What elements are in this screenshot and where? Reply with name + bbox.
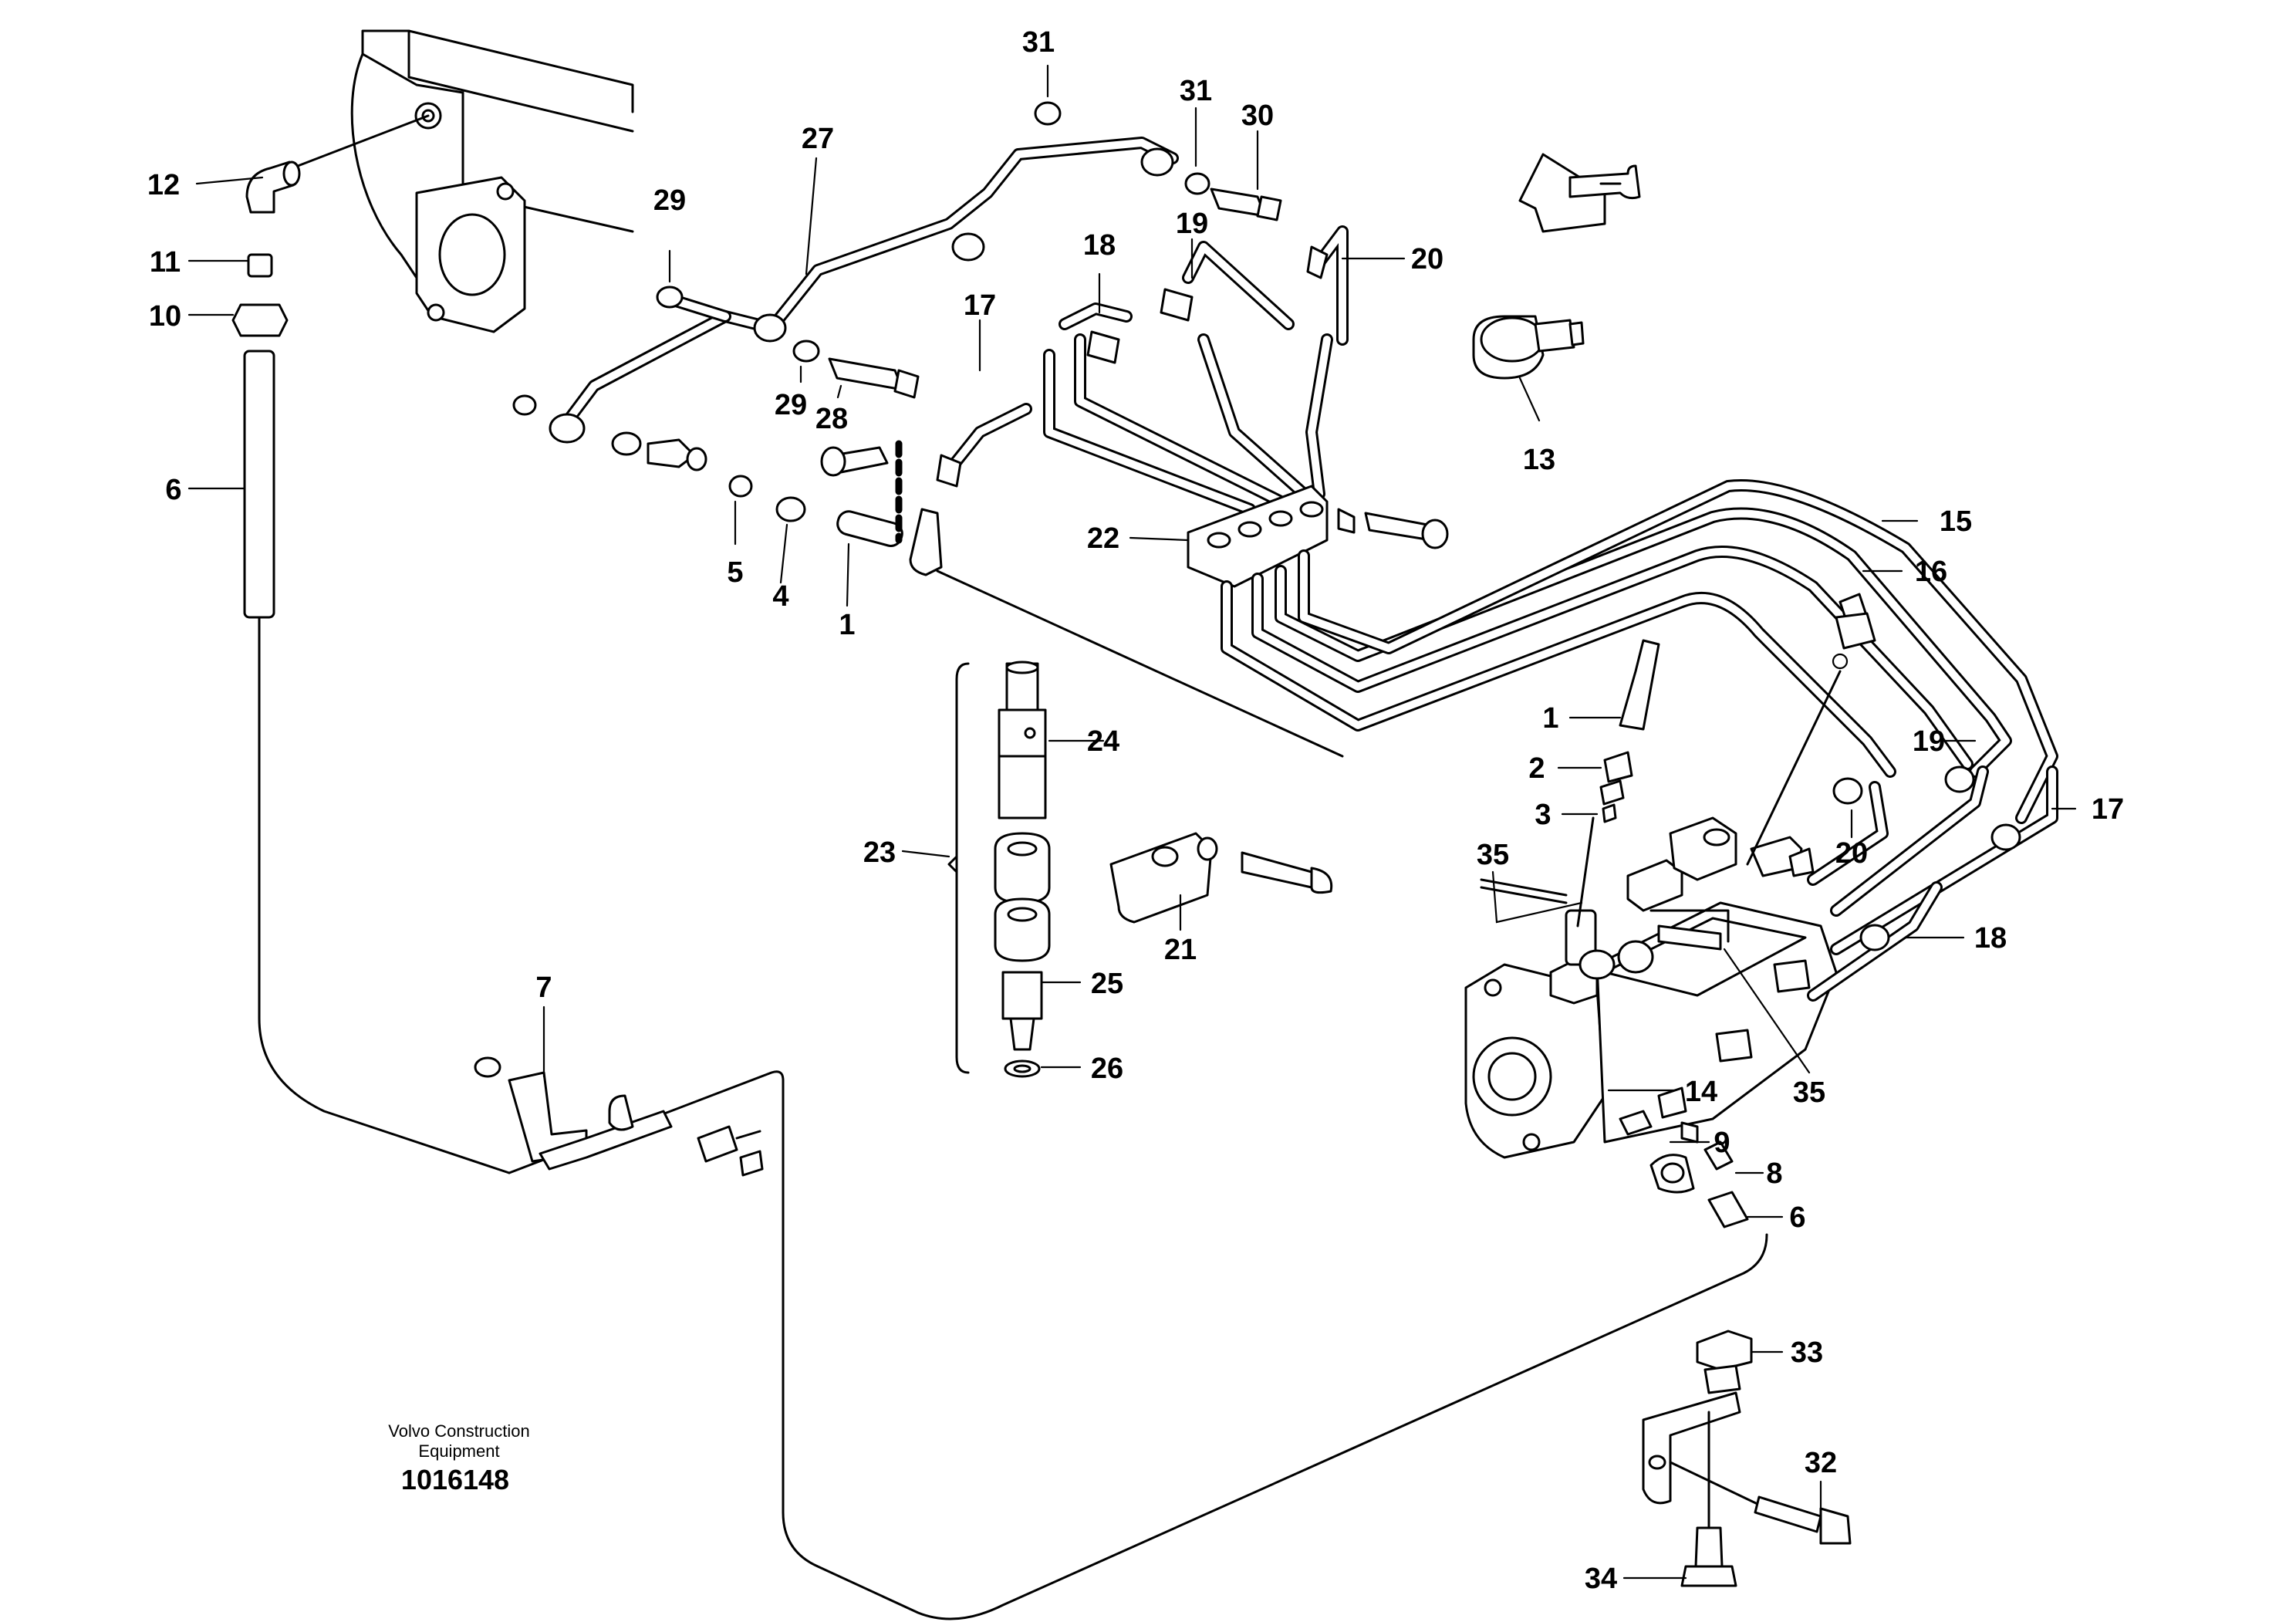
drawing-number: 1016148 bbox=[401, 1464, 509, 1495]
callout-14: 14 bbox=[1685, 1076, 1717, 1108]
callout-1: 1 bbox=[839, 609, 855, 641]
callout-12: 12 bbox=[147, 169, 180, 201]
company-line-2: Equipment bbox=[418, 1441, 499, 1461]
callout-31: 31 bbox=[1180, 75, 1212, 107]
injector-assembly bbox=[947, 661, 1051, 1078]
callout-24: 24 bbox=[1087, 725, 1119, 758]
bracket-32-34 bbox=[1642, 1330, 1852, 1587]
callout-34: 34 bbox=[1585, 1563, 1617, 1595]
callout-16: 16 bbox=[1915, 556, 1947, 588]
callout-8: 8 bbox=[1766, 1157, 1782, 1190]
callout-4: 4 bbox=[772, 580, 788, 613]
injection-pump bbox=[1464, 593, 2058, 1228]
callout-1: 1 bbox=[1542, 702, 1558, 735]
callout-20: 20 bbox=[1411, 243, 1443, 275]
callout-30: 30 bbox=[1241, 100, 1274, 132]
callout-33: 33 bbox=[1791, 1336, 1823, 1369]
callout-35: 35 bbox=[1793, 1076, 1825, 1109]
callout-26: 26 bbox=[1091, 1053, 1123, 1085]
callout-25: 25 bbox=[1091, 968, 1123, 1000]
callout-7: 7 bbox=[535, 972, 552, 1004]
callout-27: 27 bbox=[802, 123, 834, 155]
callout-6: 6 bbox=[1789, 1201, 1805, 1234]
callout-17: 17 bbox=[2092, 793, 2124, 826]
sensor-13 bbox=[1472, 315, 1585, 380]
drawing-footer: Volvo Construction Equipment 1016148 bbox=[388, 1421, 529, 1495]
callout-20: 20 bbox=[1835, 837, 1868, 870]
callout-15: 15 bbox=[1940, 505, 1972, 538]
callout-28: 28 bbox=[815, 403, 848, 435]
callout-18: 18 bbox=[1974, 922, 2007, 955]
callout-18: 18 bbox=[1083, 229, 1116, 262]
engine-manifold bbox=[350, 29, 634, 333]
callout-13: 13 bbox=[1523, 444, 1555, 476]
callout-29: 29 bbox=[775, 389, 807, 421]
callout-19: 19 bbox=[1176, 208, 1208, 240]
callout-3: 3 bbox=[1535, 799, 1551, 831]
company-line-1: Volvo Construction bbox=[388, 1421, 529, 1441]
callout-6: 6 bbox=[165, 474, 181, 506]
leak-off-rail bbox=[512, 101, 1344, 758]
callout-31: 31 bbox=[1022, 26, 1055, 59]
callout-9: 9 bbox=[1714, 1127, 1730, 1159]
callout-21: 21 bbox=[1164, 934, 1197, 966]
callout-10: 10 bbox=[149, 300, 181, 333]
callout-leaders bbox=[187, 64, 2077, 1580]
callout-32: 32 bbox=[1805, 1447, 1837, 1479]
clamp-21 bbox=[1109, 832, 1333, 924]
injector-pipes bbox=[936, 153, 2058, 824]
callout-2: 2 bbox=[1528, 752, 1545, 785]
callout-22: 22 bbox=[1087, 522, 1119, 555]
callout-23: 23 bbox=[863, 836, 896, 869]
callout-labels: 31 31 30 27 12 29 18 19 20 11 17 10 29 2… bbox=[147, 26, 2124, 1595]
callout-19: 19 bbox=[1913, 725, 1945, 758]
clamp-7 bbox=[474, 1056, 764, 1177]
callout-17: 17 bbox=[964, 289, 996, 322]
return-line-left bbox=[231, 114, 1768, 1620]
callout-35: 35 bbox=[1477, 839, 1509, 871]
callout-29: 29 bbox=[653, 184, 686, 217]
callout-11: 11 bbox=[150, 246, 181, 279]
callout-5: 5 bbox=[727, 556, 743, 589]
